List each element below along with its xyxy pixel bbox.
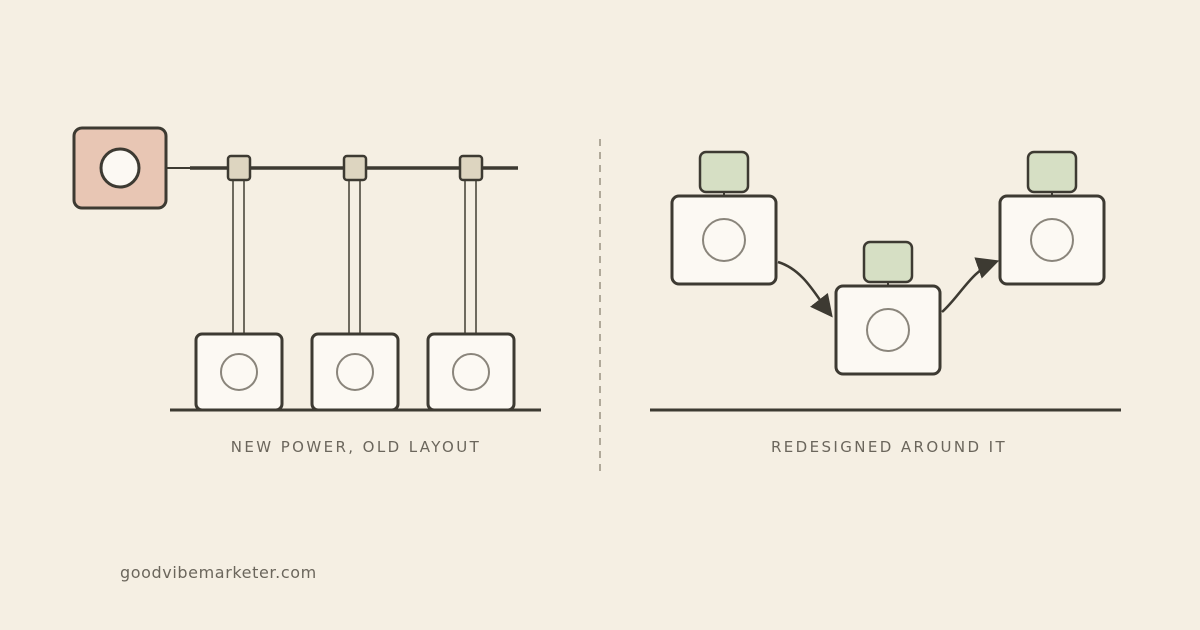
belt-drive-3 bbox=[458, 154, 484, 334]
shaft-coupling-2 bbox=[342, 154, 368, 182]
machine-with-motor-3 bbox=[998, 150, 1106, 286]
unit-motor-icon bbox=[1026, 150, 1078, 194]
shaft-coupling-1 bbox=[226, 154, 252, 182]
left-panel: NEW POWER, OLD LAYOUT bbox=[72, 126, 541, 456]
machine-icon bbox=[998, 194, 1106, 286]
machine-with-motor-1 bbox=[670, 150, 778, 286]
machine-icon bbox=[670, 194, 778, 286]
machine-icon bbox=[194, 332, 284, 412]
unit-motor-icon bbox=[862, 240, 914, 284]
footer-site-link[interactable]: goodvibemarketer.com bbox=[120, 563, 317, 582]
belt-drive-2 bbox=[342, 154, 368, 334]
left-caption: NEW POWER, OLD LAYOUT bbox=[231, 438, 481, 456]
machine-with-motor-2 bbox=[834, 240, 942, 376]
right-caption: REDESIGNED AROUND IT bbox=[771, 438, 1007, 456]
unit-motor-icon bbox=[698, 150, 750, 194]
machine-icon bbox=[834, 284, 942, 376]
machine-icon bbox=[426, 332, 516, 412]
flow-arrow-icon bbox=[941, 257, 1000, 313]
machine-icon bbox=[310, 332, 400, 412]
flow-arrow-icon bbox=[777, 260, 833, 318]
power-source-icon bbox=[72, 126, 168, 210]
shaft-coupling-3 bbox=[458, 154, 484, 182]
right-panel: REDESIGNED AROUND IT bbox=[650, 150, 1121, 456]
belt-drive-1 bbox=[226, 154, 252, 334]
